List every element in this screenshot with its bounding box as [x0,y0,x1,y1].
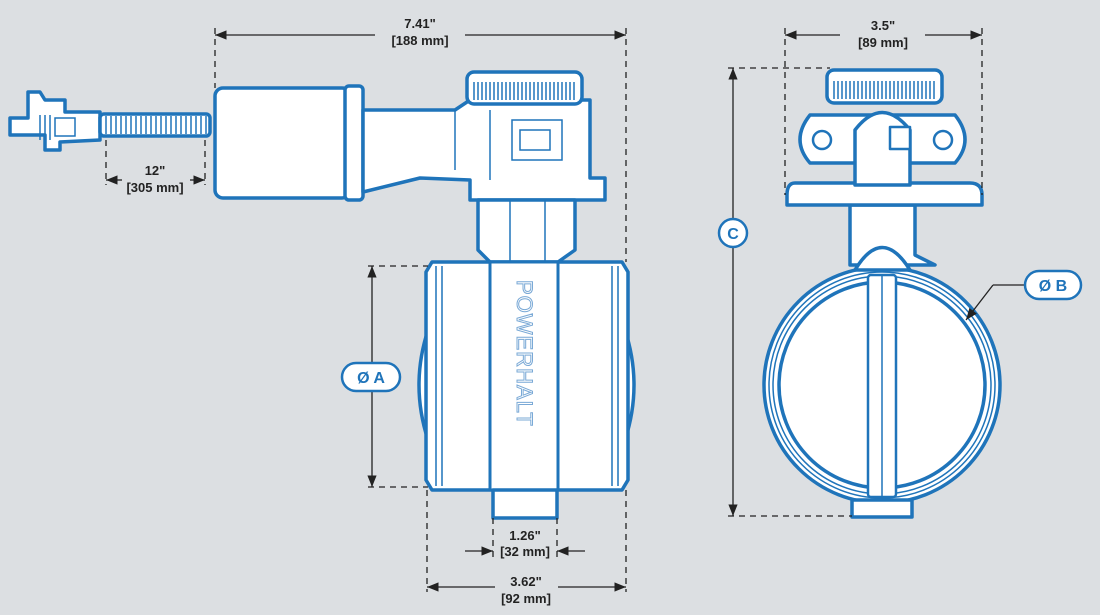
side-view: POWERHALT [8,70,636,520]
svg-text:12": 12" [145,163,166,178]
brand-engraving: POWERHALT [512,280,537,427]
svg-text:Ø A: Ø A [357,370,385,387]
dimension-cable-length: 12" [305 mm] [105,140,206,195]
callout-height-c: C [717,67,852,517]
top-knob [465,70,584,106]
svg-text:[89 mm]: [89 mm] [858,35,908,50]
outlet-nozzle [491,488,559,520]
svg-text:[32 mm]: [32 mm] [500,544,550,559]
mounting-flange [785,181,984,207]
svg-text:3.62": 3.62" [510,574,541,589]
svg-text:7.41": 7.41" [404,16,435,31]
svg-text:Ø B: Ø B [1039,278,1067,295]
actuator-arm [361,98,607,202]
svg-text:3.5": 3.5" [871,18,895,33]
callout-diameter-a: Ø A [340,265,428,488]
corrugated-cable [98,112,212,138]
svg-text:[188 mm]: [188 mm] [391,33,448,48]
svg-text:[92 mm]: [92 mm] [501,591,551,606]
dimension-outlet-width: 1.26" [32 mm] [465,518,585,559]
svg-text:C: C [727,226,739,243]
actuator-motor [213,86,352,200]
svg-text:1.26": 1.26" [509,528,540,543]
dimension-body-length: 3.62" [92 mm] [426,490,627,606]
dimension-side-width: 3.5" [89 mm] [784,18,983,195]
end-view [762,68,1002,519]
svg-text:[305 mm]: [305 mm] [126,180,183,195]
electrical-connector [8,90,102,152]
callout-diameter-b: Ø B [965,269,1083,321]
dimension-overall-length: 7.41" [188 mm] [214,16,627,262]
